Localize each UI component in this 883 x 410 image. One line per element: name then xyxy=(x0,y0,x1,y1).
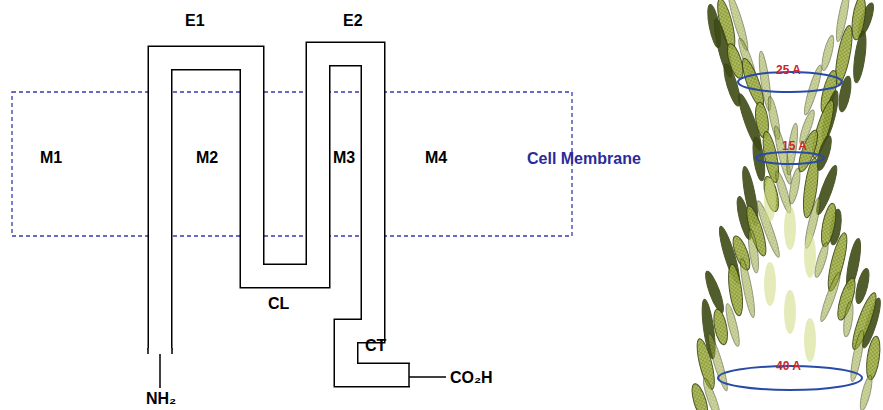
density-blob xyxy=(784,290,796,334)
segment-label: M3 xyxy=(333,150,355,166)
n-terminus-tick xyxy=(171,348,173,354)
dimension-label: 25 A xyxy=(776,64,801,76)
density-blob xyxy=(764,178,776,222)
density-blob xyxy=(837,75,854,112)
n-terminus-cap xyxy=(148,348,172,354)
segment-label: M2 xyxy=(196,150,218,166)
terminus-label: NH₂ xyxy=(146,391,176,407)
c-terminus-line xyxy=(409,376,446,378)
segment-label: M1 xyxy=(40,150,62,166)
density-blobs xyxy=(689,0,883,410)
density-blob xyxy=(804,234,816,278)
n-terminus-tick xyxy=(147,348,149,354)
terminus-label: CO₂H xyxy=(450,370,493,386)
density-blob xyxy=(738,258,757,318)
terminus-label: CT xyxy=(365,338,386,354)
membrane-region xyxy=(12,92,572,236)
n-terminus-line xyxy=(159,354,161,388)
density-blob xyxy=(701,377,724,410)
density-blob xyxy=(746,229,760,274)
density-blob xyxy=(804,318,816,362)
loop-label: CL xyxy=(268,296,289,312)
density-blob xyxy=(723,303,741,348)
density-blob xyxy=(819,202,839,247)
density-blob xyxy=(764,262,776,306)
segment-label: M4 xyxy=(425,150,447,166)
c-terminus-tick xyxy=(408,363,410,387)
density-blob xyxy=(864,335,882,380)
dimension-label: 40 A xyxy=(776,360,801,372)
protein-chain xyxy=(160,54,410,375)
loop-label: E2 xyxy=(343,13,363,29)
protein-chain-fill xyxy=(160,54,411,375)
density-blob xyxy=(818,271,843,323)
dimension-label: 15 A xyxy=(782,140,807,152)
density-blob xyxy=(787,168,802,205)
loop-label: E1 xyxy=(185,13,205,29)
density-blob xyxy=(784,206,796,250)
pore-ring xyxy=(756,152,824,164)
density-ground xyxy=(690,0,883,410)
density-blob xyxy=(851,31,868,84)
density-blob xyxy=(842,301,855,338)
region-label: Cell Membrane xyxy=(527,151,641,167)
density-blob xyxy=(820,35,836,72)
